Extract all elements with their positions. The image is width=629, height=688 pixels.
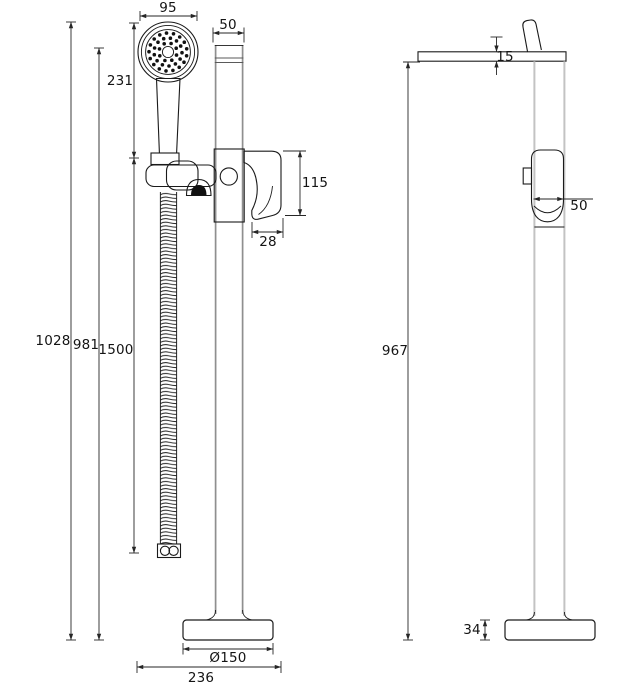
valve-body-front <box>213 148 245 223</box>
spout-inner-lip <box>258 185 273 215</box>
dim-overall-depth-label: 236 <box>187 670 215 686</box>
shower-handle <box>150 77 181 166</box>
dim-valve-body-depth-label: 50 <box>570 198 588 214</box>
spout <box>243 150 282 220</box>
side-knob <box>522 167 533 185</box>
side-view <box>403 19 596 641</box>
holder-bracket <box>145 160 217 197</box>
hose-connector <box>156 543 182 559</box>
hose-outlet-dome <box>185 178 212 197</box>
shower-head <box>137 21 199 83</box>
valve-body-underside <box>533 205 562 214</box>
dim-column-height-label: 981 <box>72 337 100 353</box>
lever-handle <box>522 19 542 53</box>
dim-spout-to-floor-label: 967 <box>381 343 409 359</box>
dimension-lines-side <box>403 36 593 641</box>
shower-face-dots <box>147 31 189 73</box>
column-side <box>533 61 566 616</box>
dim-head-diameter-label: 95 <box>159 0 177 16</box>
dim-hose-length-label: 1500 <box>98 342 134 358</box>
handle-nut <box>150 152 180 166</box>
dim-overall-height-label: 1028 <box>35 333 71 349</box>
shower-arm-side <box>417 51 567 62</box>
dim-spout-tip-width-label: 28 <box>259 234 277 250</box>
dim-arm-thickness-label: 15 <box>496 49 514 65</box>
dim-base-diameter-label: Ø150 <box>209 650 247 666</box>
dim-handset-length-label: 231 <box>106 73 134 89</box>
bracket-clamp <box>165 160 199 191</box>
base-front <box>182 609 274 641</box>
dim-column-top-width-label: 50 <box>219 17 237 33</box>
diverter-knob <box>219 167 238 186</box>
shower-hose <box>156 192 182 559</box>
hose-outlet-nut <box>191 185 207 196</box>
valve-body-side <box>522 149 565 228</box>
head-center-ring <box>161 45 175 59</box>
dimension-lines-front <box>66 11 306 673</box>
dim-spout-height-label: 115 <box>301 175 329 191</box>
front-view <box>66 11 306 673</box>
column-front <box>214 44 244 614</box>
dim-base-height-label: 34 <box>463 622 481 638</box>
base-side <box>504 611 596 641</box>
